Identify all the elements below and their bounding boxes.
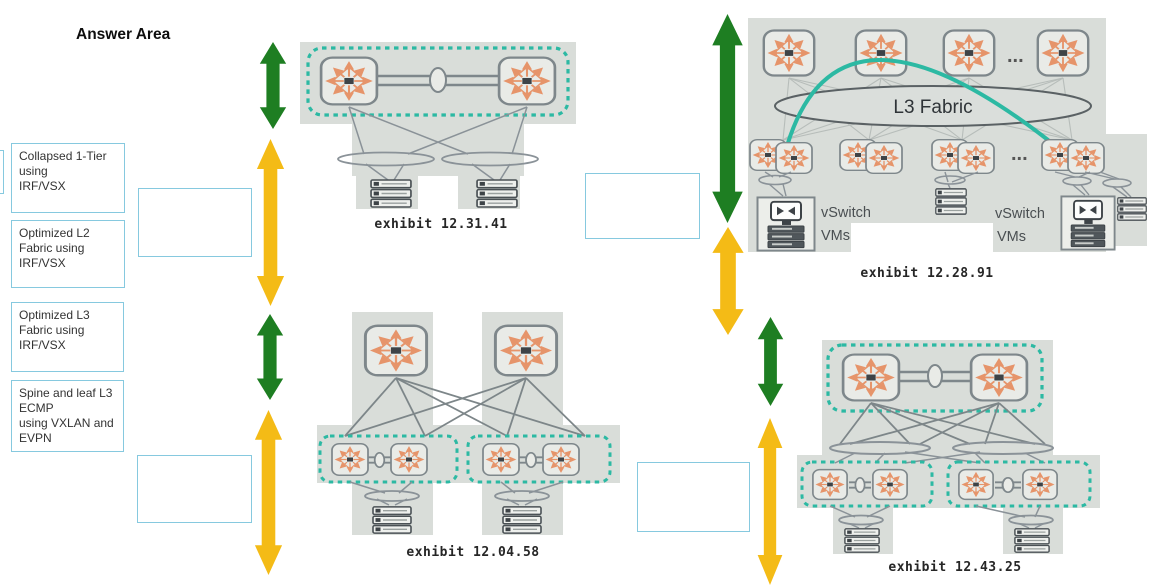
double-arrow-green-2 [256, 314, 284, 400]
option-label: Optimized L3 Fabric using IRF/VSX [19, 308, 90, 352]
partial-box-edge [0, 150, 4, 194]
exhibit-caption: exhibit 12.28.91 [860, 266, 994, 281]
vxlan-tunnel-arc [785, 58, 1050, 148]
lag-ellipse [1102, 178, 1132, 188]
double-arrow-green-4 [757, 317, 784, 406]
double-arrow-yellow-3 [712, 227, 744, 335]
double-arrow-yellow-1 [256, 139, 285, 306]
drop-target-3[interactable] [585, 173, 700, 239]
spine-ellipsis: ... [1007, 45, 1024, 67]
exhibit-12-04-58-diagram [317, 312, 620, 535]
option-label: Optimized L2 Fabric using IRF/VSX [19, 226, 90, 270]
option-optimized-l3-fabric[interactable]: Optimized L3 Fabric using IRF/VSX [11, 302, 124, 372]
switch-icon [944, 31, 994, 76]
lag-ellipse [364, 490, 420, 502]
switch-icon [495, 326, 556, 376]
vswitch-host-icon [1060, 195, 1116, 251]
server-stack-icon [476, 179, 518, 208]
drop-target-4[interactable] [637, 462, 750, 532]
server-stack-icon [370, 179, 412, 208]
drop-target-2[interactable] [137, 455, 252, 523]
switch-icon [971, 355, 1027, 401]
exhibit-caption: exhibit 12.43.25 [888, 560, 1022, 575]
option-label: Spine and leaf L3 ECMP using VXLAN and E… [19, 386, 114, 445]
drop-target-1[interactable] [138, 188, 252, 257]
vms-label: VMs [997, 229, 1026, 245]
l3-fabric-label: L3 Fabric [893, 97, 972, 118]
switch-icon [365, 326, 426, 376]
option-collapsed-1-tier[interactable]: Collapsed 1-Tier using IRF/VSX [11, 143, 125, 213]
spine-leaf-mesh-lines [344, 377, 586, 437]
double-arrow-yellow-2 [254, 410, 283, 575]
vsx-pair-dashed-border [318, 434, 459, 484]
panel-background [317, 312, 620, 535]
switch-icon [391, 444, 427, 476]
switch-icon [959, 470, 993, 500]
lag-ellipse [1008, 514, 1054, 526]
double-arrow-yellow-4 [757, 418, 783, 585]
lag-ellipse [1062, 176, 1092, 186]
vsx-pair-dashed-border [946, 460, 1092, 508]
lag-ellipse [829, 441, 931, 455]
exhibit-12-43-25-diagram [797, 340, 1100, 554]
double-arrow-green-3 [712, 14, 743, 223]
switch-icon [813, 470, 847, 500]
page-title: Answer Area [76, 26, 171, 43]
server-stack-icon [1117, 197, 1147, 221]
vms-label: VMs [821, 228, 850, 244]
server-stack-icon [935, 188, 967, 215]
uplink-lines [348, 106, 528, 181]
lag-ellipse [952, 441, 1054, 455]
downlink-lines [764, 171, 1132, 198]
switch-icon [764, 31, 814, 76]
exhibit-12-31-41-diagram [300, 42, 576, 209]
panel-notch [851, 223, 993, 252]
lag-ellipse [838, 514, 884, 526]
leaf-ellipsis: ... [1011, 143, 1028, 165]
switch-icon [499, 58, 555, 105]
vsx-pair-dashed-border [800, 460, 934, 508]
exhibit-caption: exhibit 12.31.41 [374, 217, 508, 232]
vswitch-label: vSwitch [821, 205, 871, 221]
server-stack-icon [1014, 528, 1050, 553]
vsx-cluster-dashed-border [826, 343, 1044, 413]
option-spine-leaf-l3-ecmp[interactable]: Spine and leaf L3 ECMP using VXLAN and E… [11, 380, 124, 452]
lag-ellipse [494, 490, 550, 502]
lag-ellipse [934, 175, 966, 185]
lag-ellipse [927, 364, 943, 388]
double-arrow-green-1 [259, 42, 287, 129]
switch-icon [321, 58, 377, 105]
lag-ellipse [429, 67, 447, 93]
vswitch-label: vSwitch [995, 206, 1045, 222]
vswitch-host-icon [756, 196, 816, 252]
option-optimized-l2-fabric[interactable]: Optimized L2 Fabric using IRF/VSX [11, 220, 125, 288]
switch-icon [1023, 470, 1057, 500]
switch-icon [1038, 31, 1088, 76]
switch-icon [543, 444, 579, 476]
switch-icon [843, 355, 899, 401]
switch-icon [873, 470, 907, 500]
exhibit-12-28-91-diagram: L3 Fabric ... ... v [748, 18, 1147, 252]
lag-ellipse [758, 174, 792, 186]
option-label: Collapsed 1-Tier using IRF/VSX [19, 149, 107, 193]
core-leaf-mesh-lines [839, 402, 1046, 445]
lag-ellipse [337, 151, 435, 167]
server-stack-icon [844, 528, 880, 553]
exhibit-caption: exhibit 12.04.58 [406, 545, 540, 560]
switch-icon [332, 444, 368, 476]
server-stack-icon [502, 506, 542, 534]
switch-icon [483, 444, 519, 476]
switch-icon [856, 31, 906, 76]
vsx-cluster-dashed-border [306, 46, 570, 117]
lag-ellipse [441, 151, 539, 167]
server-stack-icon [372, 506, 412, 534]
